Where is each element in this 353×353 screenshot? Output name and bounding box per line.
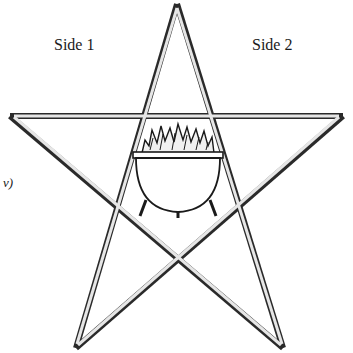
side-label: Side 1 [54, 36, 94, 54]
pentagram-star [10, 4, 343, 348]
cauldron-picture [133, 124, 223, 218]
cut-off-note: v) [3, 176, 13, 190]
side-label: Side 2 [252, 36, 292, 54]
